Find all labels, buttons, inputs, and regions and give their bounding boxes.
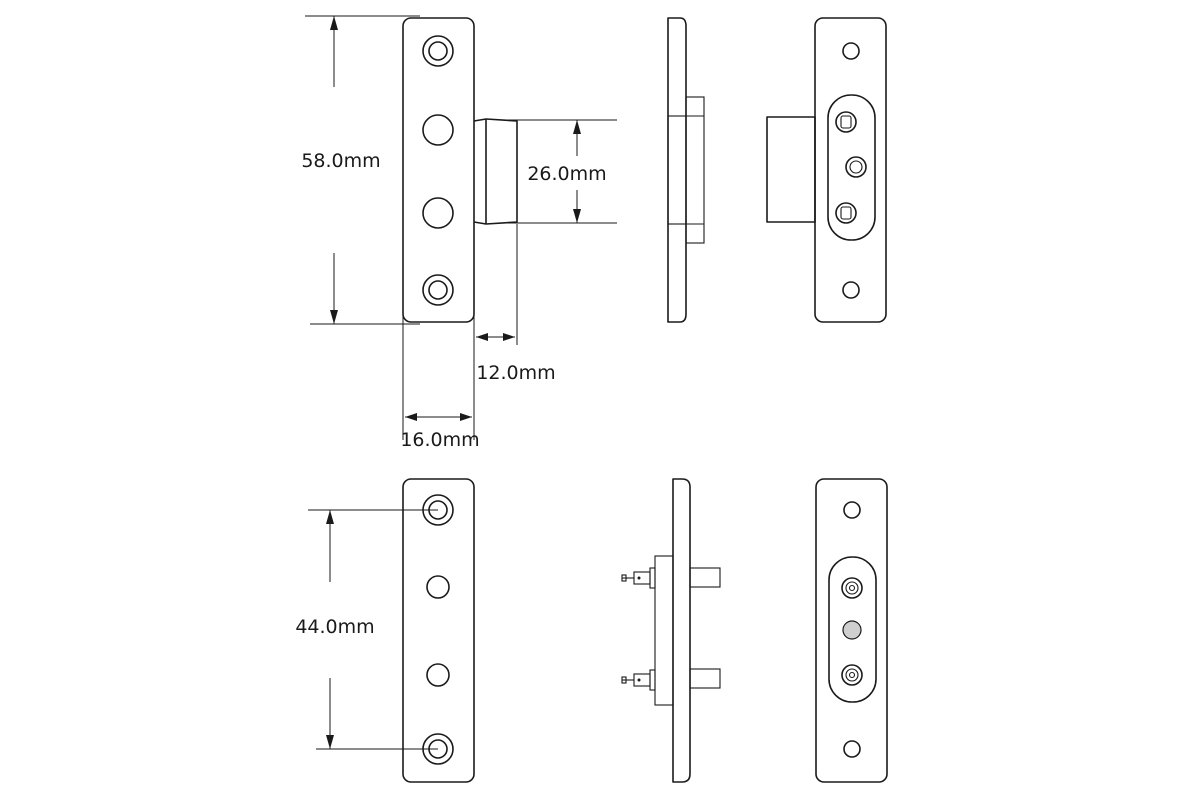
top-front-bolt xyxy=(473,118,518,225)
dimension-16mm: 16.0mm xyxy=(400,300,480,451)
bottom-side-body xyxy=(654,555,674,706)
bottom-rear-hole-top xyxy=(843,501,861,519)
dimension-16mm-label: 16.0mm xyxy=(400,429,479,451)
top-rear-contact-3 xyxy=(835,202,857,224)
bottom-rear-contact-2 xyxy=(842,620,862,640)
top-rear-view xyxy=(766,17,887,323)
top-side-plate xyxy=(667,17,687,323)
bottom-front-hole-2 xyxy=(426,575,450,599)
top-side-bolt xyxy=(667,115,687,225)
top-rear-slot xyxy=(827,94,876,241)
dimension-44mm-label: 44.0mm xyxy=(295,616,374,638)
bottom-rear-contact-1 xyxy=(841,577,863,599)
top-side-view xyxy=(667,17,705,323)
bottom-side-terminal-upper xyxy=(621,567,656,589)
bottom-rear-hole-bottom xyxy=(843,740,861,758)
bottom-side-view xyxy=(621,478,721,783)
top-front-hole-2 xyxy=(422,114,454,146)
top-rear-hole-bottom xyxy=(842,281,860,299)
top-side-flange xyxy=(685,96,705,244)
bottom-rear-plate xyxy=(815,478,888,783)
bottom-rear-view xyxy=(815,478,888,783)
top-front-hole-3 xyxy=(422,197,454,229)
bottom-side-terminal-lower xyxy=(621,669,656,691)
top-rear-bolt xyxy=(766,116,816,223)
top-rear-contact-1 xyxy=(835,111,857,133)
bottom-rear-contact-3 xyxy=(841,664,863,686)
top-rear-contact-2 xyxy=(845,156,867,178)
top-front-view xyxy=(402,17,518,323)
dimension-26mm-label: 26.0mm xyxy=(527,163,606,185)
dimension-12mm-label: 12.0mm xyxy=(476,362,555,384)
dimension-58mm: 58.0mm xyxy=(301,15,420,325)
bottom-side-pin-lower xyxy=(689,668,721,689)
top-front-plate xyxy=(402,17,475,323)
dimension-58mm-label: 58.0mm xyxy=(301,150,380,172)
bottom-front-hole-3 xyxy=(426,663,450,687)
bottom-side-pin-upper xyxy=(689,567,721,588)
bottom-front-plate xyxy=(402,478,475,783)
bottom-rear-slot xyxy=(828,556,877,703)
dimension-44mm: 44.0mm xyxy=(295,509,438,750)
bottom-side-plate xyxy=(672,478,691,783)
top-front-hole-4 xyxy=(422,274,454,306)
bottom-front-view xyxy=(402,478,475,783)
dimension-26mm: 26.0mm xyxy=(500,119,617,224)
dimension-12mm: 12.0mm xyxy=(473,224,556,440)
top-front-hole-1 xyxy=(422,35,454,67)
top-rear-hole-top xyxy=(842,42,860,60)
